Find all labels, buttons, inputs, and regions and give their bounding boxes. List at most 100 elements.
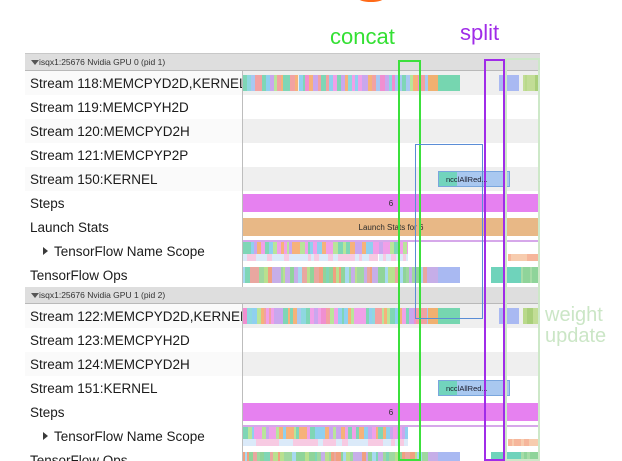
trace-event-bar[interactable] [283, 241, 287, 254]
trace-event-bar[interactable] [304, 426, 307, 439]
trace-event-bar[interactable] [345, 75, 349, 91]
trace-event-bar[interactable] [302, 267, 307, 283]
trace-event-bar[interactable] [405, 75, 411, 91]
trace-event-bar[interactable] [337, 254, 343, 261]
trace-event-bar[interactable] [300, 241, 305, 254]
steps-bar[interactable] [243, 403, 539, 421]
trace-event-bar[interactable] [379, 439, 384, 446]
trace-event-bar[interactable] [388, 452, 393, 461]
trace-event-bar[interactable] [282, 308, 288, 324]
trace-event-bar[interactable] [351, 267, 356, 283]
trace-event-bar[interactable] [392, 452, 395, 461]
trace-event-bar[interactable] [319, 254, 323, 261]
trace-event-bar[interactable] [276, 254, 280, 261]
trace-event-bar[interactable] [394, 267, 400, 283]
trace-event-bar[interactable] [295, 75, 299, 91]
trace-event-bar[interactable] [263, 267, 268, 283]
trace-event-bar[interactable] [426, 308, 428, 324]
trace-event-bar[interactable] [264, 439, 268, 446]
trace-event-bar[interactable] [349, 241, 353, 254]
trace-event-bar[interactable] [276, 75, 282, 91]
trace-event-bar[interactable] [416, 308, 421, 324]
trace-event-bar[interactable] [394, 308, 399, 324]
trace-event-bar[interactable] [245, 452, 248, 461]
trace-event-bar[interactable] [387, 241, 391, 254]
trace-event-bar[interactable] [313, 267, 317, 283]
trace-event-bar[interactable] [266, 254, 273, 261]
trace-group-header[interactable]: isqx1:25676 Nvidia GPU 0 (pid 1) [25, 54, 540, 71]
trace-event-bar[interactable] [250, 439, 256, 446]
trace-event-bar[interactable] [251, 426, 255, 439]
trace-event-bar[interactable] [329, 267, 334, 283]
trace-event-bar[interactable] [313, 452, 316, 461]
trace-event-bar[interactable] [533, 308, 536, 324]
trace-event-bar[interactable] [294, 254, 297, 261]
trace-event-bar[interactable] [413, 75, 418, 91]
trace-event-bar[interactable] [365, 452, 369, 461]
trace-event-bar[interactable] [525, 75, 528, 91]
trace-event-bar[interactable] [383, 241, 388, 254]
trace-event-bar[interactable] [403, 254, 407, 261]
trace-event-bar[interactable] [296, 241, 301, 254]
trace-event-bar[interactable] [321, 308, 327, 324]
trace-event-bar[interactable] [313, 75, 318, 91]
trace-event-bar[interactable] [394, 452, 400, 461]
trace-event-bar[interactable] [357, 452, 363, 461]
trace-event-bar[interactable] [292, 439, 299, 446]
trace-event-bar[interactable] [384, 75, 389, 91]
trace-event-bar[interactable] [354, 75, 358, 91]
trace-event-bar[interactable] [508, 254, 512, 261]
trace-event-bar[interactable] [368, 452, 372, 461]
trace-event-bar[interactable] [394, 439, 399, 446]
trace-event-bar[interactable] [254, 75, 258, 91]
trace-event-bar[interactable] [378, 452, 384, 461]
trace-event-bar[interactable] [290, 267, 294, 283]
trace-event-bar[interactable] [428, 308, 438, 324]
trace-event-bar[interactable] [261, 426, 266, 439]
trace-event-bar[interactable] [288, 254, 295, 261]
trace-event-bar[interactable] [523, 267, 526, 283]
trace-event-bar[interactable] [388, 439, 392, 446]
trace-row[interactable]: Stream 122:MEMCPYD2D,KERNEL,MI [25, 304, 540, 328]
trace-event-bar[interactable] [342, 254, 346, 261]
trace-event-bar[interactable] [369, 308, 372, 324]
trace-event-bar[interactable] [404, 439, 408, 446]
trace-event-bar[interactable] [391, 439, 395, 446]
trace-event-bar[interactable] [537, 452, 539, 461]
trace-event-bar[interactable] [414, 452, 418, 461]
trace-event-bar[interactable] [375, 75, 380, 91]
trace-event-bar[interactable] [278, 308, 283, 324]
trace-event-bar[interactable] [265, 426, 269, 439]
trace-event-bar[interactable] [267, 439, 274, 446]
trace-event-bar[interactable] [361, 254, 365, 261]
trace-event-bar[interactable] [283, 426, 287, 439]
trace-event-bar[interactable] [344, 308, 348, 324]
trace-event-bar[interactable] [536, 254, 539, 261]
trace-event-bar[interactable] [302, 75, 306, 91]
trace-row-track[interactable] [243, 143, 540, 167]
trace-event-bar[interactable] [396, 426, 399, 439]
trace-event-bar[interactable] [332, 241, 338, 254]
namescope-span-line[interactable] [243, 240, 539, 242]
trace-event-bar[interactable] [378, 254, 384, 261]
trace-event-bar[interactable] [381, 308, 384, 324]
trace-row-label[interactable]: TensorFlow Name Scope [25, 424, 243, 448]
trace-row[interactable]: Stream 124:MEMCPYD2H [25, 352, 540, 376]
trace-row[interactable]: Stream 120:MEMCPYD2H [25, 119, 540, 143]
trace-event-bar[interactable] [499, 308, 519, 324]
trace-event-bar[interactable] [374, 267, 378, 283]
trace-event-bar[interactable] [362, 452, 366, 461]
trace-event-bar[interactable] [530, 254, 533, 261]
trace-event-bar[interactable] [246, 75, 251, 91]
trace-event-bar[interactable] [371, 308, 375, 324]
trace-event-bar[interactable] [358, 439, 363, 446]
trace-row[interactable]: TensorFlow Name Scope [25, 239, 540, 263]
trace-event-bar[interactable] [303, 452, 306, 461]
trace-row-track[interactable] [243, 95, 540, 119]
trace-event-bar[interactable] [516, 254, 520, 261]
trace-event-bar[interactable] [303, 439, 309, 446]
trace-event-bar[interactable] [518, 439, 522, 446]
caret-down-icon[interactable] [31, 60, 39, 65]
trace-event-bar[interactable] [325, 75, 330, 91]
trace-event-bar[interactable] [305, 75, 309, 91]
